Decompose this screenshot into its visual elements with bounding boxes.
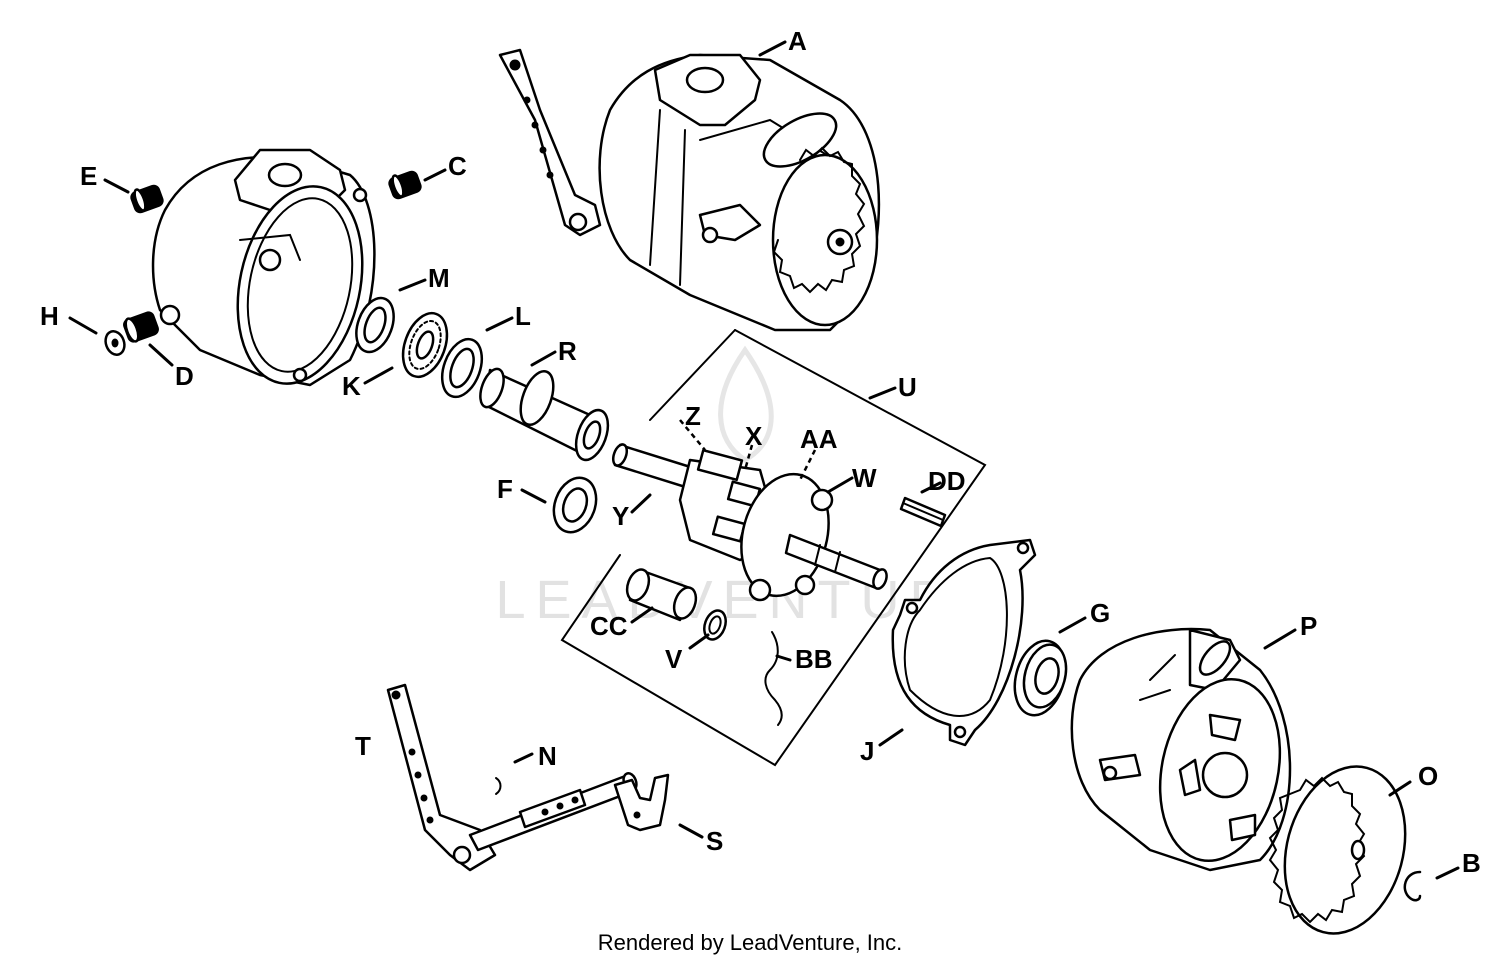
callout-k: K — [342, 371, 361, 401]
callout-b: B — [1462, 848, 1481, 878]
callout-p: P — [1300, 611, 1317, 641]
callout-r: R — [558, 336, 577, 366]
callout-t: T — [355, 731, 371, 761]
callout-v: V — [665, 644, 683, 674]
watermark-flame-icon — [718, 345, 774, 463]
part-d-bearing — [123, 311, 159, 343]
callout-l: L — [515, 301, 531, 331]
part-t-lever — [386, 683, 497, 872]
part-a-upper-housing — [498, 48, 881, 332]
part-u-kit-outline-left — [649, 329, 736, 421]
part-m-washer — [355, 296, 395, 354]
part-cc-sleeve — [625, 568, 698, 622]
credit-text: Rendered by LeadVenture, Inc. — [597, 930, 903, 955]
callout-j: J — [860, 736, 874, 766]
leader-lines — [68, 40, 1460, 880]
part-f-washer — [552, 476, 598, 534]
part-s-fork — [613, 773, 670, 832]
callout-n: N — [538, 741, 557, 771]
callout-g: G — [1090, 598, 1110, 628]
part-l-washer — [440, 337, 484, 399]
part-c-bearing — [388, 170, 422, 200]
left-cover-housing — [151, 148, 376, 387]
callout-z: Z — [685, 401, 701, 431]
callout-dd: DD — [928, 466, 966, 496]
part-o-gear — [1268, 765, 1407, 935]
callout-m: M — [428, 263, 450, 293]
part-p-right-housing — [1070, 627, 1292, 872]
callout-x: X — [745, 421, 763, 451]
callout-s: S — [706, 826, 723, 856]
part-j-gasket — [891, 538, 1037, 747]
callout-h: H — [40, 301, 59, 331]
part-h-washer — [104, 330, 126, 356]
part-bb-spring — [764, 631, 783, 726]
callout-y: Y — [612, 501, 629, 531]
callout-cc: CC — [590, 611, 628, 641]
part-v-ring — [703, 609, 727, 641]
callout-u: U — [898, 372, 917, 402]
part-r-sleeve — [479, 367, 610, 462]
callout-o: O — [1418, 761, 1438, 791]
callout-a: A — [788, 26, 807, 56]
part-g-bearing — [1013, 639, 1068, 717]
callout-f: F — [497, 474, 513, 504]
part-e-bearing — [130, 184, 164, 214]
callout-w: W — [852, 463, 877, 493]
part-k-thrust-bearing — [401, 311, 449, 379]
callout-c: C — [448, 151, 467, 181]
callout-e: E — [80, 161, 97, 191]
callout-bb: BB — [795, 644, 833, 674]
part-n-shaft — [468, 772, 638, 852]
callout-d: D — [175, 361, 194, 391]
callout-aa: AA — [800, 424, 838, 454]
part-b-clip — [1403, 870, 1422, 902]
part-u-kit-outline — [560, 329, 987, 767]
governor-assembly — [611, 443, 888, 602]
part-dd-pin — [899, 496, 947, 528]
